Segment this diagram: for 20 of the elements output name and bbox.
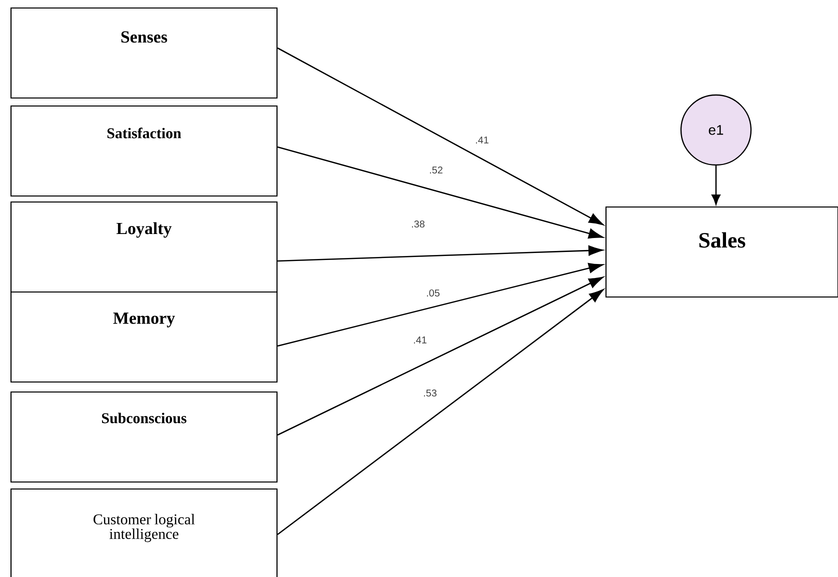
arrow [712,166,720,205]
edge-label: .41 [412,336,428,344]
arrow [277,289,604,535]
variable-box: Memory [10,291,278,383]
variable-box: Sales [605,206,838,298]
edge-label: .41 [474,136,490,144]
arrow [277,47,604,226]
arrow [278,245,604,262]
variable-box: Satisfaction [10,105,278,197]
variable-box: Senses [10,7,278,99]
edge-label: .52 [428,165,444,175]
arrow [277,263,604,347]
variable-box: Customer logical intelligence [10,488,278,577]
variable-box: Subconscious [10,391,278,483]
variable-box: Loyalty [10,201,278,293]
arrow [277,276,604,436]
edge-label: .53 [422,388,438,398]
edge-label: .05 [425,288,441,298]
edge-label: .38 [410,219,426,229]
arrow [277,146,604,239]
